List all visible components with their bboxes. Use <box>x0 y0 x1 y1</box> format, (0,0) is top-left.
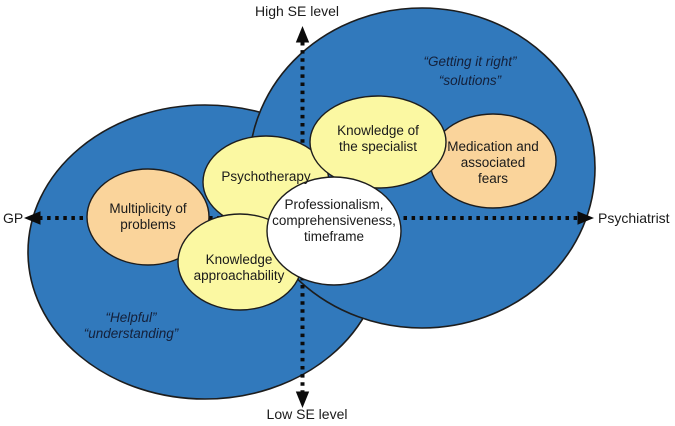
psychotherapy-label: Psychotherapy <box>221 169 311 184</box>
professionalism-label-line2: comprehensiveness, <box>272 213 396 228</box>
professionalism-ellipse <box>266 176 402 286</box>
professionalism-label-line3: timeframe <box>304 229 364 244</box>
low-se-label: Low SE level <box>267 406 348 422</box>
psychiatrist-label: Psychiatrist <box>598 210 670 226</box>
axis-arrow-down-icon <box>295 391 310 408</box>
specialist-ellipse <box>309 95 447 189</box>
professionalism-label-line1: Professionalism, <box>284 197 383 212</box>
axis-arrow-right-icon <box>577 211 594 225</box>
axis-arrow-left-icon <box>24 211 41 225</box>
axis-arrow-up-icon <box>295 26 310 43</box>
specialist-label-line1: Knowledge of <box>337 123 419 138</box>
right-circle-quote-line2: “solutions” <box>439 73 502 88</box>
multiplicity-label-line1: Multiplicity of <box>109 201 187 216</box>
left-circle-quote-line1: “Helpful” <box>105 310 157 325</box>
multiplicity-label-line2: problems <box>120 217 176 232</box>
medication-label-line3: fears <box>478 171 508 186</box>
approachability-label-line2: approachability <box>194 268 285 283</box>
high-se-label: High SE level <box>255 3 339 19</box>
medication-label-line2: associated <box>461 155 526 170</box>
left-circle-quote-line2: “understanding” <box>84 326 179 341</box>
specialist-label-line2: the specialist <box>339 139 417 154</box>
multiplicity-ellipse <box>86 168 210 266</box>
gp-label: GP <box>3 210 23 226</box>
approachability-label-line1: Knowledge <box>206 252 273 267</box>
medication-label-line1: Medication and <box>447 139 539 154</box>
right-circle-quote-line1: “Getting it right” <box>423 54 517 69</box>
